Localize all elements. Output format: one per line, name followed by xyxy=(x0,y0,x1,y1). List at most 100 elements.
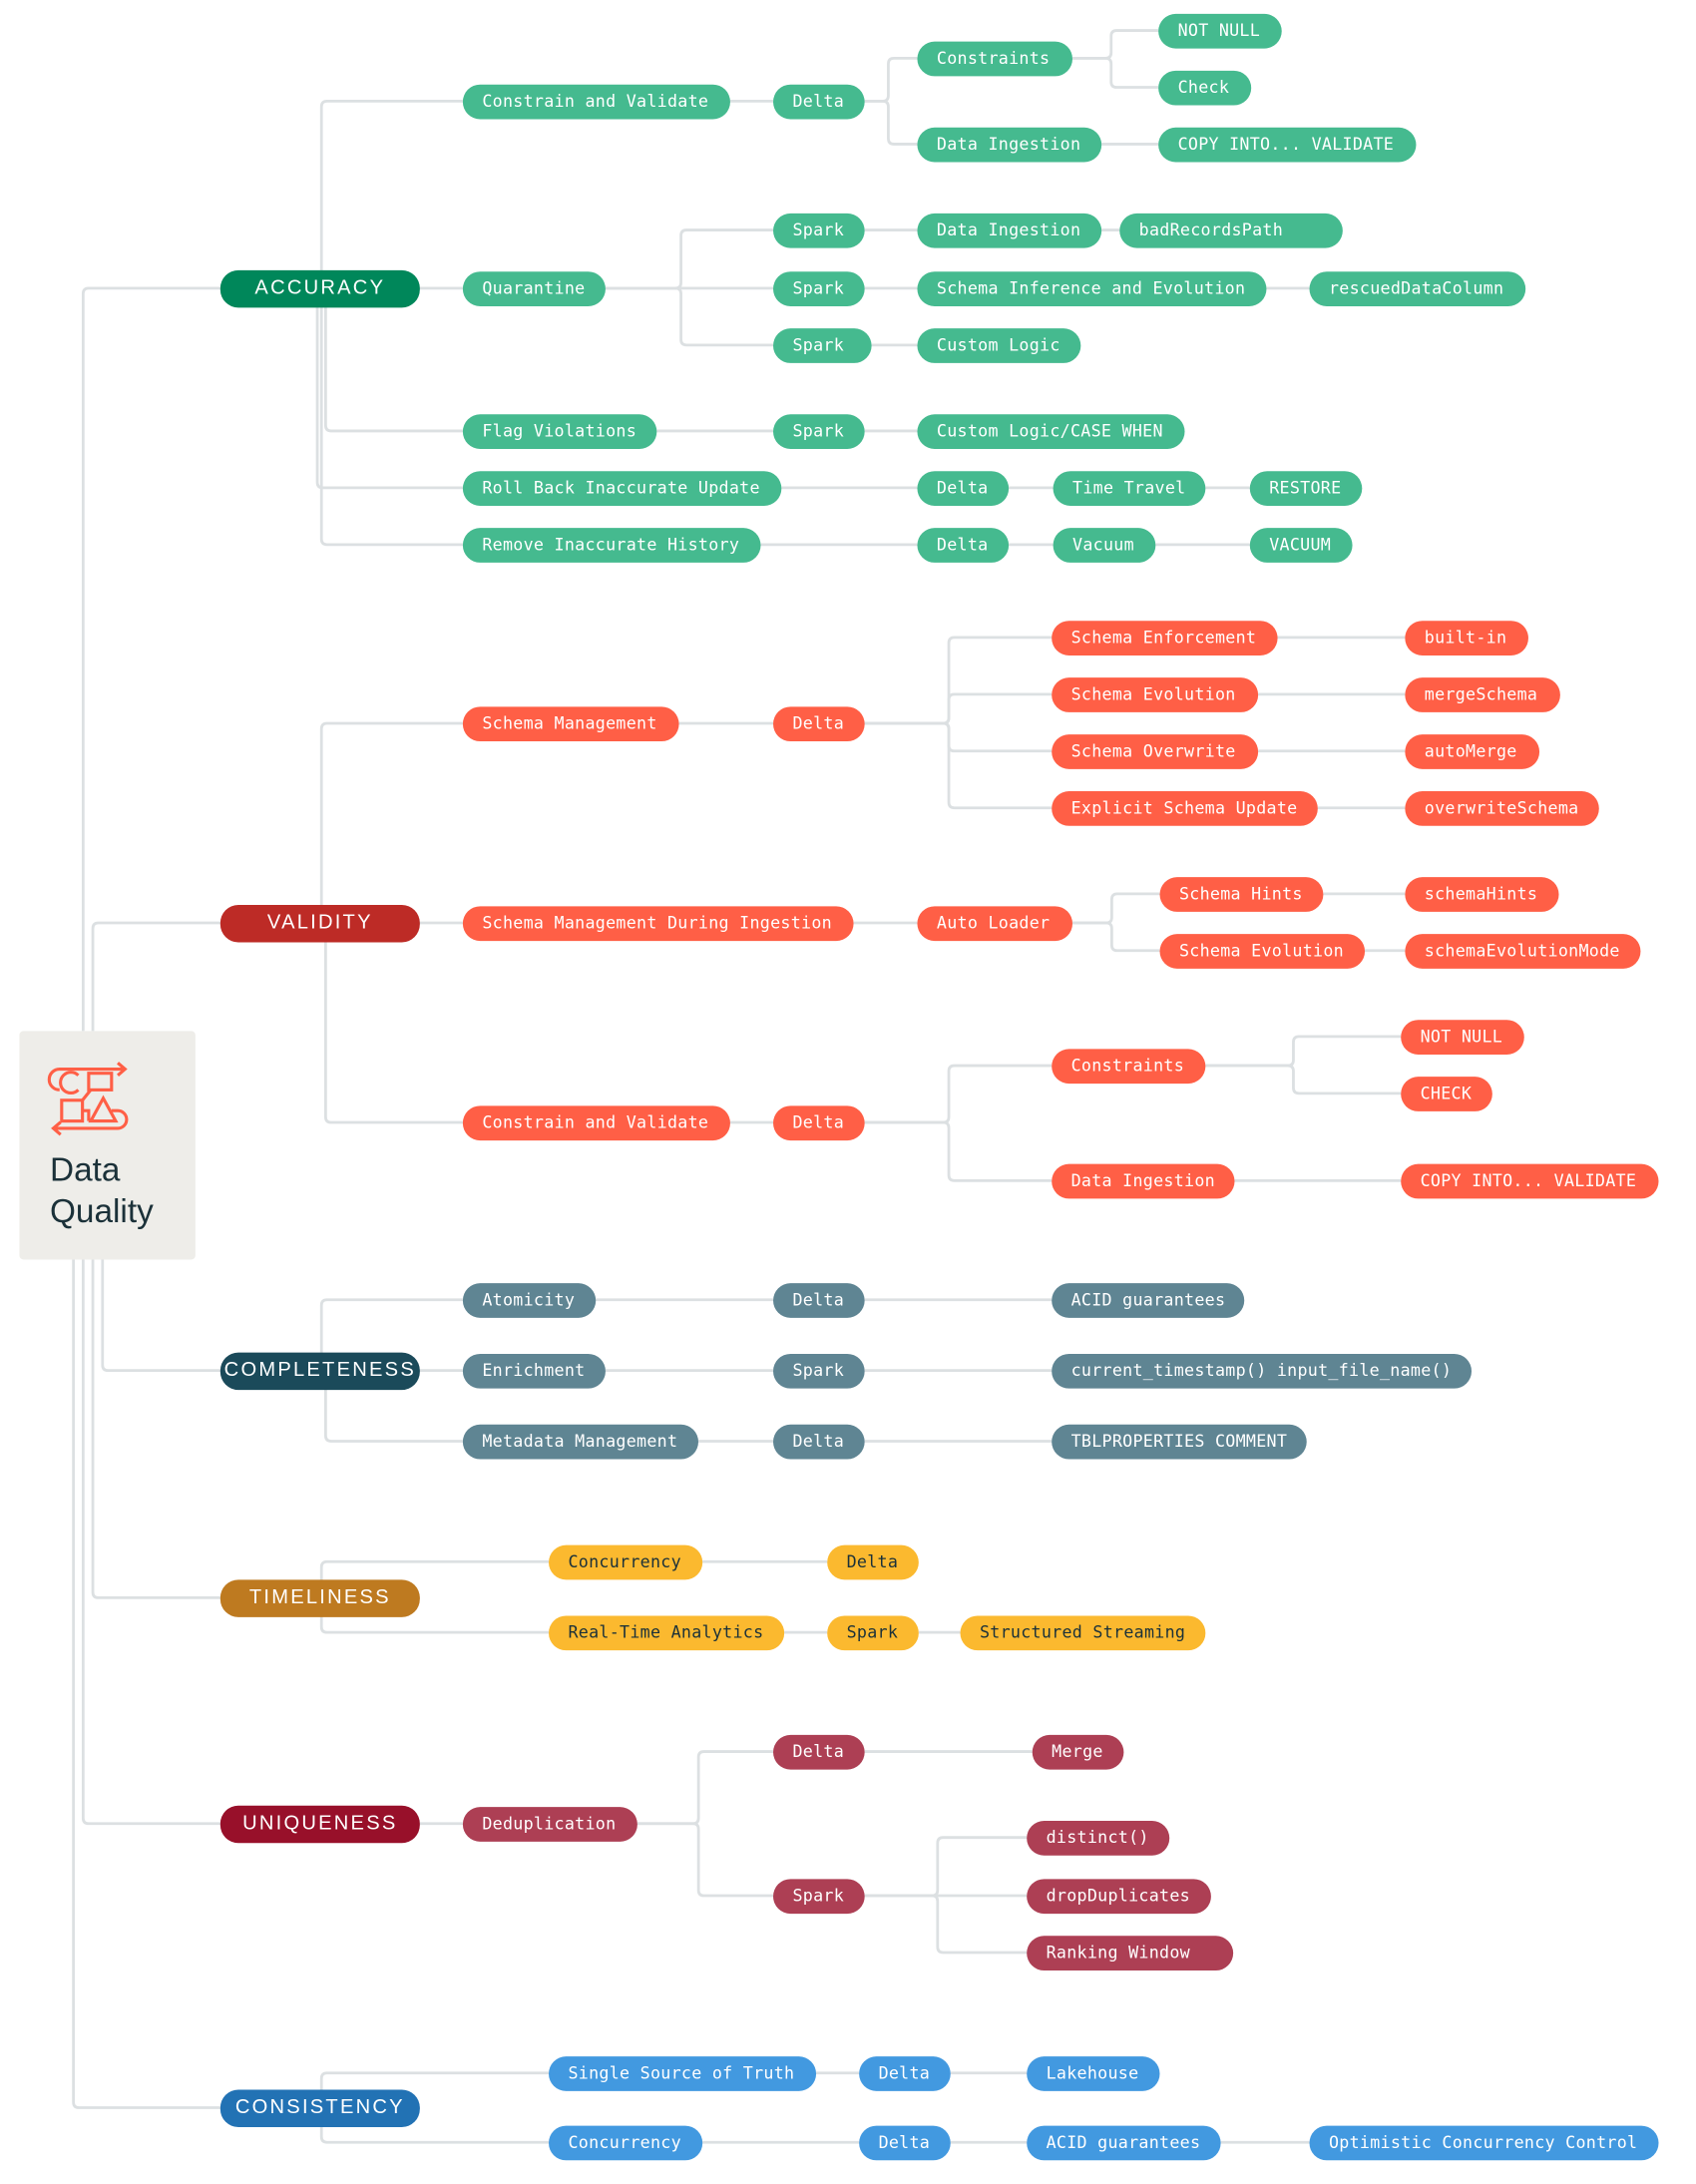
node-check[interactable]: CHECK xyxy=(1401,1076,1492,1111)
connector-line xyxy=(864,56,918,103)
node-schema-enforcement[interactable]: Schema Enforcement xyxy=(1052,620,1278,655)
node-custom-logic-case-when[interactable]: Custom Logic/CASE WHEN xyxy=(917,413,1185,449)
category-consistency[interactable]: CONSISTENCY xyxy=(219,2088,420,2127)
node-optimistic-concurrency-control[interactable]: Optimistic Concurrency Control xyxy=(1309,2124,1659,2160)
node-concurrency[interactable]: Concurrency xyxy=(549,1543,703,1579)
connector-line xyxy=(311,286,463,490)
data-flow-shapes-icon xyxy=(47,1062,129,1136)
node-ranking-window[interactable]: Ranking Window xyxy=(1027,1935,1234,1970)
node-spark[interactable]: Spark xyxy=(773,413,865,449)
node-spark[interactable]: Spark xyxy=(773,1878,865,1914)
node-delta[interactable]: Delta xyxy=(917,470,1010,506)
connector-line xyxy=(605,286,774,347)
connector-line xyxy=(864,636,1053,725)
node-metadata-management[interactable]: Metadata Management xyxy=(462,1424,699,1459)
node-data-ingestion[interactable]: Data Ingestion xyxy=(1052,1162,1235,1198)
node-quarantine[interactable]: Quarantine xyxy=(462,270,606,306)
node-concurrency[interactable]: Concurrency xyxy=(549,2124,703,2160)
node-delta[interactable]: Delta xyxy=(773,84,865,119)
node-restore[interactable]: RESTORE xyxy=(1249,470,1363,506)
connector-line xyxy=(864,1064,1053,1124)
connector-line xyxy=(1205,1064,1402,1095)
connector-line xyxy=(81,1259,220,1826)
node-atomicity[interactable]: Atomicity xyxy=(462,1282,597,1318)
node-dropduplicates[interactable]: dropDuplicates xyxy=(1027,1878,1211,1914)
node-rescueddatacolumn[interactable]: rescuedDataColumn xyxy=(1309,270,1526,306)
node-constrain-and-validate[interactable]: Constrain and Validate xyxy=(462,1104,730,1140)
node-enrichment[interactable]: Enrichment xyxy=(462,1353,606,1388)
node-delta[interactable]: Delta xyxy=(827,1543,919,1579)
node-not-null[interactable]: NOT NULL xyxy=(1158,13,1282,48)
node-delta[interactable]: Delta xyxy=(773,1424,865,1459)
node-real-time-analytics[interactable]: Real-Time Analytics xyxy=(549,1614,785,1650)
category-timeliness[interactable]: TIMELINESS xyxy=(219,1578,420,1617)
node-constrain-and-validate[interactable]: Constrain and Validate xyxy=(462,84,730,119)
node-overwriteschema[interactable]: overwriteSchema xyxy=(1405,790,1599,826)
node-built-in[interactable]: built-in xyxy=(1405,620,1528,655)
node-not-null[interactable]: NOT NULL xyxy=(1401,1019,1524,1055)
node-tblproperties-comment[interactable]: TBLPROPERTIES COMMENT xyxy=(1052,1424,1307,1459)
node-current-timestamp-input-file-name[interactable]: current_timestamp() input_file_name() xyxy=(1052,1353,1473,1388)
connector-line xyxy=(91,921,220,1032)
node-single-source-of-truth[interactable]: Single Source of Truth xyxy=(549,2055,817,2091)
node-lakehouse[interactable]: Lakehouse xyxy=(1027,2055,1160,2091)
node-delta[interactable]: Delta xyxy=(917,527,1010,563)
node-schema-evolution[interactable]: Schema Evolution xyxy=(1052,676,1259,712)
node-delta[interactable]: Delta xyxy=(859,2055,951,2091)
node-schema-management[interactable]: Schema Management xyxy=(462,705,679,741)
node-data-ingestion[interactable]: Data Ingestion xyxy=(917,127,1102,162)
node-delta[interactable]: Delta xyxy=(773,705,865,741)
node-data-ingestion[interactable]: Data Ingestion xyxy=(917,213,1102,247)
node-acid-guarantees[interactable]: ACID guarantees xyxy=(1027,2124,1221,2160)
node-schema-hints[interactable]: Schema Hints xyxy=(1159,876,1324,912)
node-copy-into-validate[interactable]: COPY INTO... VALIDATE xyxy=(1401,1162,1659,1198)
node-schema-inference-and-evolution[interactable]: Schema Inference and Evolution xyxy=(917,270,1267,306)
node-flag-violations[interactable]: Flag Violations xyxy=(462,413,657,449)
node-spark[interactable]: Spark xyxy=(827,1614,919,1650)
connector-line xyxy=(72,1259,220,2109)
node-deduplication[interactable]: Deduplication xyxy=(462,1806,637,1842)
node-constraints[interactable]: Constraints xyxy=(917,40,1073,76)
node-vacuum[interactable]: VACUUM xyxy=(1249,527,1353,563)
node-constraints[interactable]: Constraints xyxy=(1052,1048,1206,1084)
connector-line xyxy=(319,286,463,433)
node-schema-overwrite[interactable]: Schema Overwrite xyxy=(1052,733,1259,769)
connector-line xyxy=(636,1750,774,1826)
node-delta[interactable]: Delta xyxy=(773,1104,865,1140)
node-automerge[interactable]: autoMerge xyxy=(1405,733,1540,769)
node-schemaevolutionmode[interactable]: schemaEvolutionMode xyxy=(1405,933,1641,969)
node-spark[interactable]: Spark xyxy=(773,270,865,306)
node-roll-back-inaccurate-update[interactable]: Roll Back Inaccurate Update xyxy=(462,470,782,506)
node-schemahints[interactable]: schemaHints xyxy=(1405,876,1559,912)
node-delta[interactable]: Delta xyxy=(859,2124,951,2160)
connector-line xyxy=(1072,892,1160,925)
connector-line xyxy=(91,1259,220,1599)
node-merge[interactable]: Merge xyxy=(1032,1734,1124,1769)
node-schema-evolution[interactable]: Schema Evolution xyxy=(1159,933,1366,969)
category-accuracy[interactable]: ACCURACY xyxy=(219,269,420,307)
node-vacuum[interactable]: Vacuum xyxy=(1053,527,1156,563)
connector-line xyxy=(605,228,774,290)
node-time-travel[interactable]: Time Travel xyxy=(1053,470,1206,506)
node-spark[interactable]: Spark xyxy=(773,1353,865,1388)
node-custom-logic[interactable]: Custom Logic xyxy=(917,327,1081,363)
node-spark[interactable]: Spark xyxy=(773,327,872,363)
node-explicit-schema-update[interactable]: Explicit Schema Update xyxy=(1052,790,1318,826)
category-uniqueness[interactable]: UNIQUENESS xyxy=(219,1805,420,1843)
category-completeness[interactable]: COMPLETENESS xyxy=(219,1351,420,1390)
node-check[interactable]: Check xyxy=(1158,70,1252,105)
node-acid-guarantees[interactable]: ACID guarantees xyxy=(1052,1282,1245,1318)
node-distinct[interactable]: distinct() xyxy=(1027,1820,1170,1856)
node-mergeschema[interactable]: mergeSchema xyxy=(1405,676,1560,712)
node-remove-inaccurate-history[interactable]: Remove Inaccurate History xyxy=(462,527,761,563)
node-badrecordspath[interactable]: badRecordsPath xyxy=(1119,213,1343,247)
node-schema-management-during-ingestion[interactable]: Schema Management During Ingestion xyxy=(462,905,854,941)
node-spark[interactable]: Spark xyxy=(773,213,865,247)
node-delta[interactable]: Delta xyxy=(773,1282,865,1318)
category-validity[interactable]: VALIDITY xyxy=(219,904,420,942)
node-copy-into-validate[interactable]: COPY INTO... VALIDATE xyxy=(1158,127,1417,162)
node-auto-loader[interactable]: Auto Loader xyxy=(917,905,1073,941)
node-structured-streaming[interactable]: Structured Streaming xyxy=(960,1614,1206,1650)
node-delta[interactable]: Delta xyxy=(773,1734,865,1769)
